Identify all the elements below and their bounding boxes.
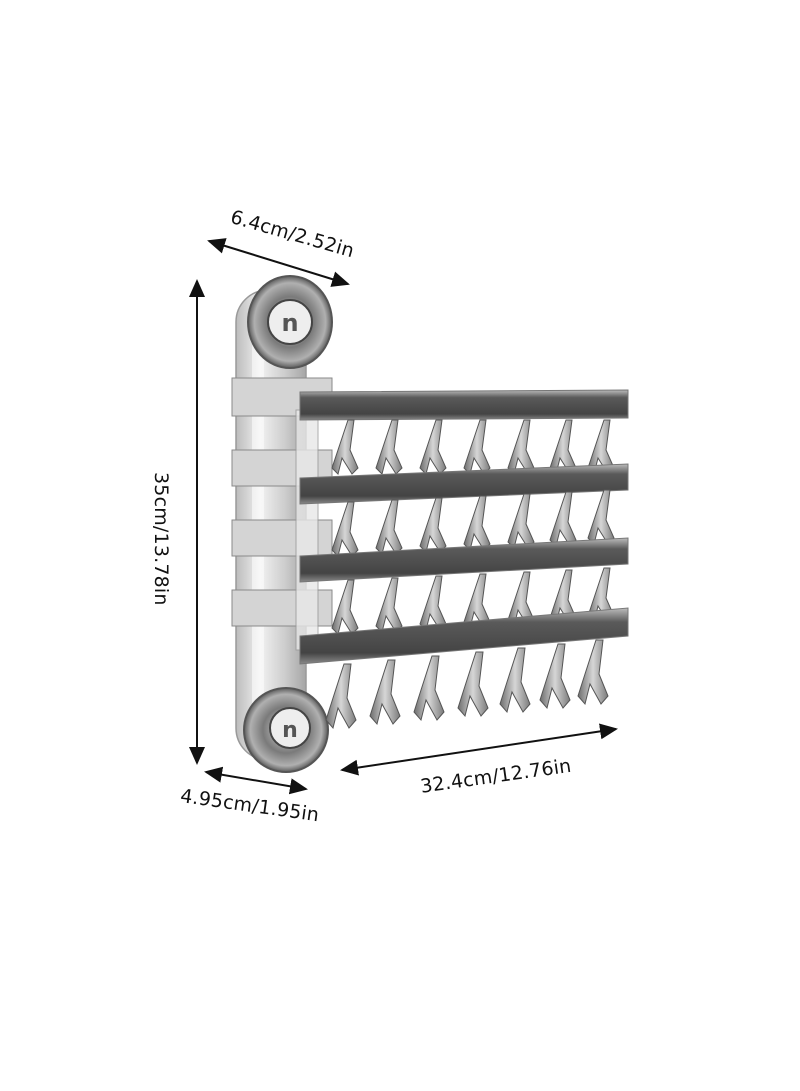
bar-2 xyxy=(299,463,629,557)
depth-top-arrow xyxy=(207,238,350,287)
clip-bars xyxy=(299,389,629,730)
suction-cup-top: n xyxy=(247,275,333,369)
svg-text:n: n xyxy=(282,718,298,743)
bar-4 xyxy=(299,607,629,730)
depth-bottom-arrow xyxy=(204,766,308,795)
height-label: 35cm/13.78in xyxy=(150,472,172,606)
bar-1 xyxy=(299,389,629,475)
suction-cup-bottom: n xyxy=(243,687,329,773)
svg-text:n: n xyxy=(281,309,298,337)
bar-3 xyxy=(299,537,629,635)
width-arrow xyxy=(340,723,618,776)
